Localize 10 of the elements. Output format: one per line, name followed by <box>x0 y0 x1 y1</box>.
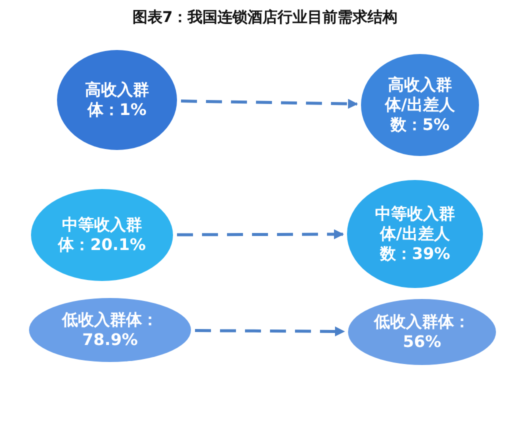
dashed-arrow <box>194 326 345 336</box>
dashed-arrow <box>177 229 344 240</box>
dashed-arrow <box>180 98 358 109</box>
ellipse-node: 低收入群体：78.9% <box>29 298 191 362</box>
ellipse-node: 高收入群体/出差人数：5% <box>361 54 479 156</box>
ellipse-node: 低收入群体：56% <box>348 299 496 365</box>
title: 图表7：我国连锁酒店行业目前需求结构 <box>131 8 399 27</box>
ellipse-node: 中等收入群体：20.1% <box>31 189 173 281</box>
ellipse-node: 高收入群体：1% <box>57 50 177 150</box>
ellipse-node: 中等收入群体/出差人数：39% <box>347 180 483 288</box>
